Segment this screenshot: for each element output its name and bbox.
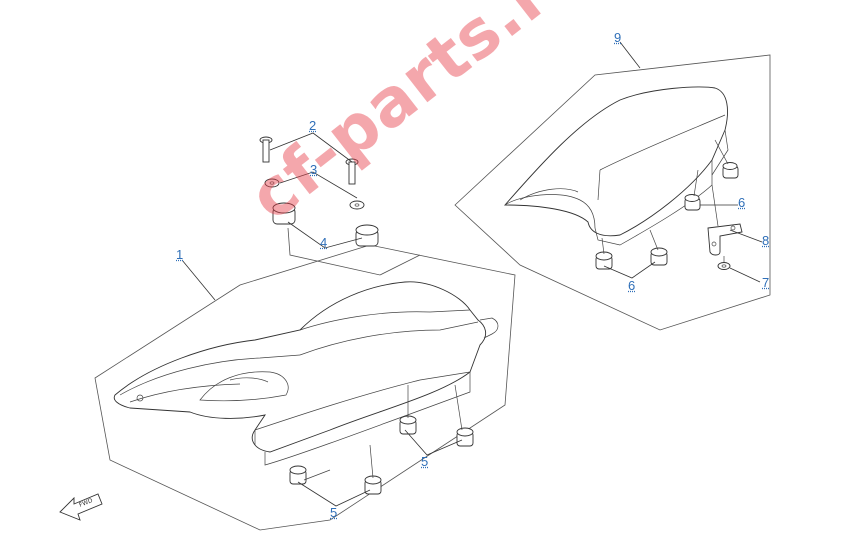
callout-7[interactable]: 7 — [762, 275, 770, 290]
svg-text:FWD: FWD — [78, 497, 94, 509]
hardware-frame — [287, 227, 421, 276]
callout-6-right[interactable]: 6 — [738, 195, 746, 210]
damper-6-a[interactable] — [595, 251, 613, 270]
rear-seat-frame — [454, 54, 771, 331]
callout-5-right[interactable]: 5 — [421, 454, 429, 469]
callout-2[interactable]: 2 — [309, 118, 317, 133]
bracket[interactable] — [707, 223, 743, 256]
washer-left[interactable] — [264, 178, 280, 188]
leader-lines — [181, 41, 763, 507]
callout-8[interactable]: 8 — [762, 233, 770, 248]
bolt-right[interactable] — [345, 158, 359, 185]
callout-6-bottom[interactable]: 6 — [628, 278, 636, 293]
callout-5-bottom[interactable]: 5 — [330, 505, 338, 520]
damper-5-a[interactable] — [399, 415, 417, 435]
damper-5-c[interactable] — [289, 465, 307, 485]
damper-5-b[interactable] — [456, 427, 474, 447]
cushion-left[interactable] — [272, 202, 296, 225]
callout-3[interactable]: 3 — [310, 162, 318, 177]
callout-4[interactable]: 4 — [320, 235, 328, 250]
nut[interactable] — [717, 262, 731, 270]
damper-6-c[interactable] — [684, 194, 701, 211]
front-seat[interactable] — [113, 281, 499, 466]
damper-6-b[interactable] — [650, 247, 668, 266]
front-seat-frame — [94, 244, 516, 531]
callout-9[interactable]: 9 — [614, 30, 622, 45]
bolt-left[interactable] — [259, 136, 273, 163]
washer-right[interactable] — [349, 200, 365, 210]
damper-6-d[interactable] — [722, 162, 739, 179]
rear-seat[interactable] — [504, 86, 729, 246]
front-arrow-icon: FWD — [59, 493, 103, 521]
callout-1[interactable]: 1 — [176, 247, 184, 262]
cushion-right[interactable] — [355, 224, 379, 247]
